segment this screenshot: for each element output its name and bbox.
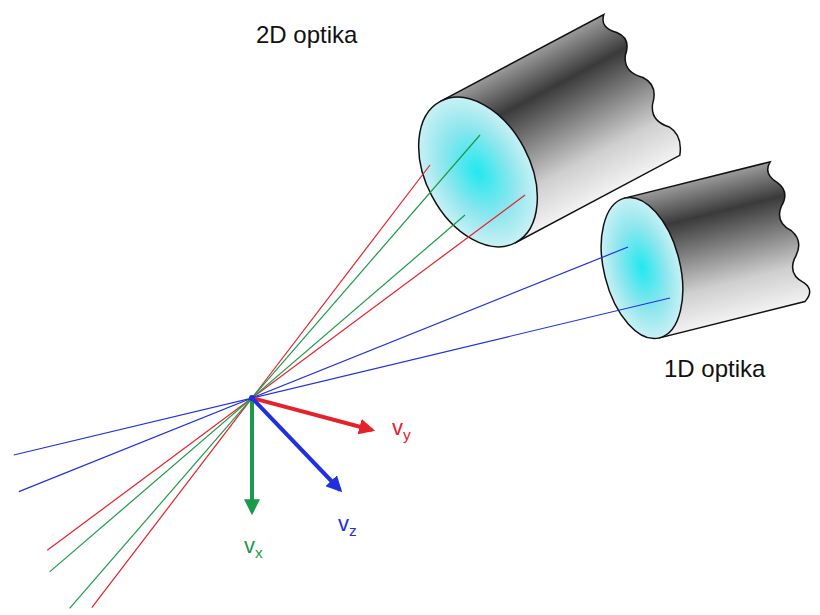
beam-line [14,298,670,455]
optics-label: 2D optika [256,22,357,48]
focus-point [249,395,255,401]
velocity-label: vx [244,534,263,562]
beam-line [19,247,628,492]
beam-lines [14,135,670,608]
vz-arrow [252,398,340,490]
optics-label: 1D optika [664,356,765,382]
velocity-label: vz [338,512,357,540]
beam-line [70,135,480,608]
beam-line [92,165,430,608]
beam-line [47,195,525,550]
vx-arrow [250,398,254,512]
beam-line [50,215,465,572]
camera-1d [588,160,813,347]
velocity-label: vy [392,416,411,444]
